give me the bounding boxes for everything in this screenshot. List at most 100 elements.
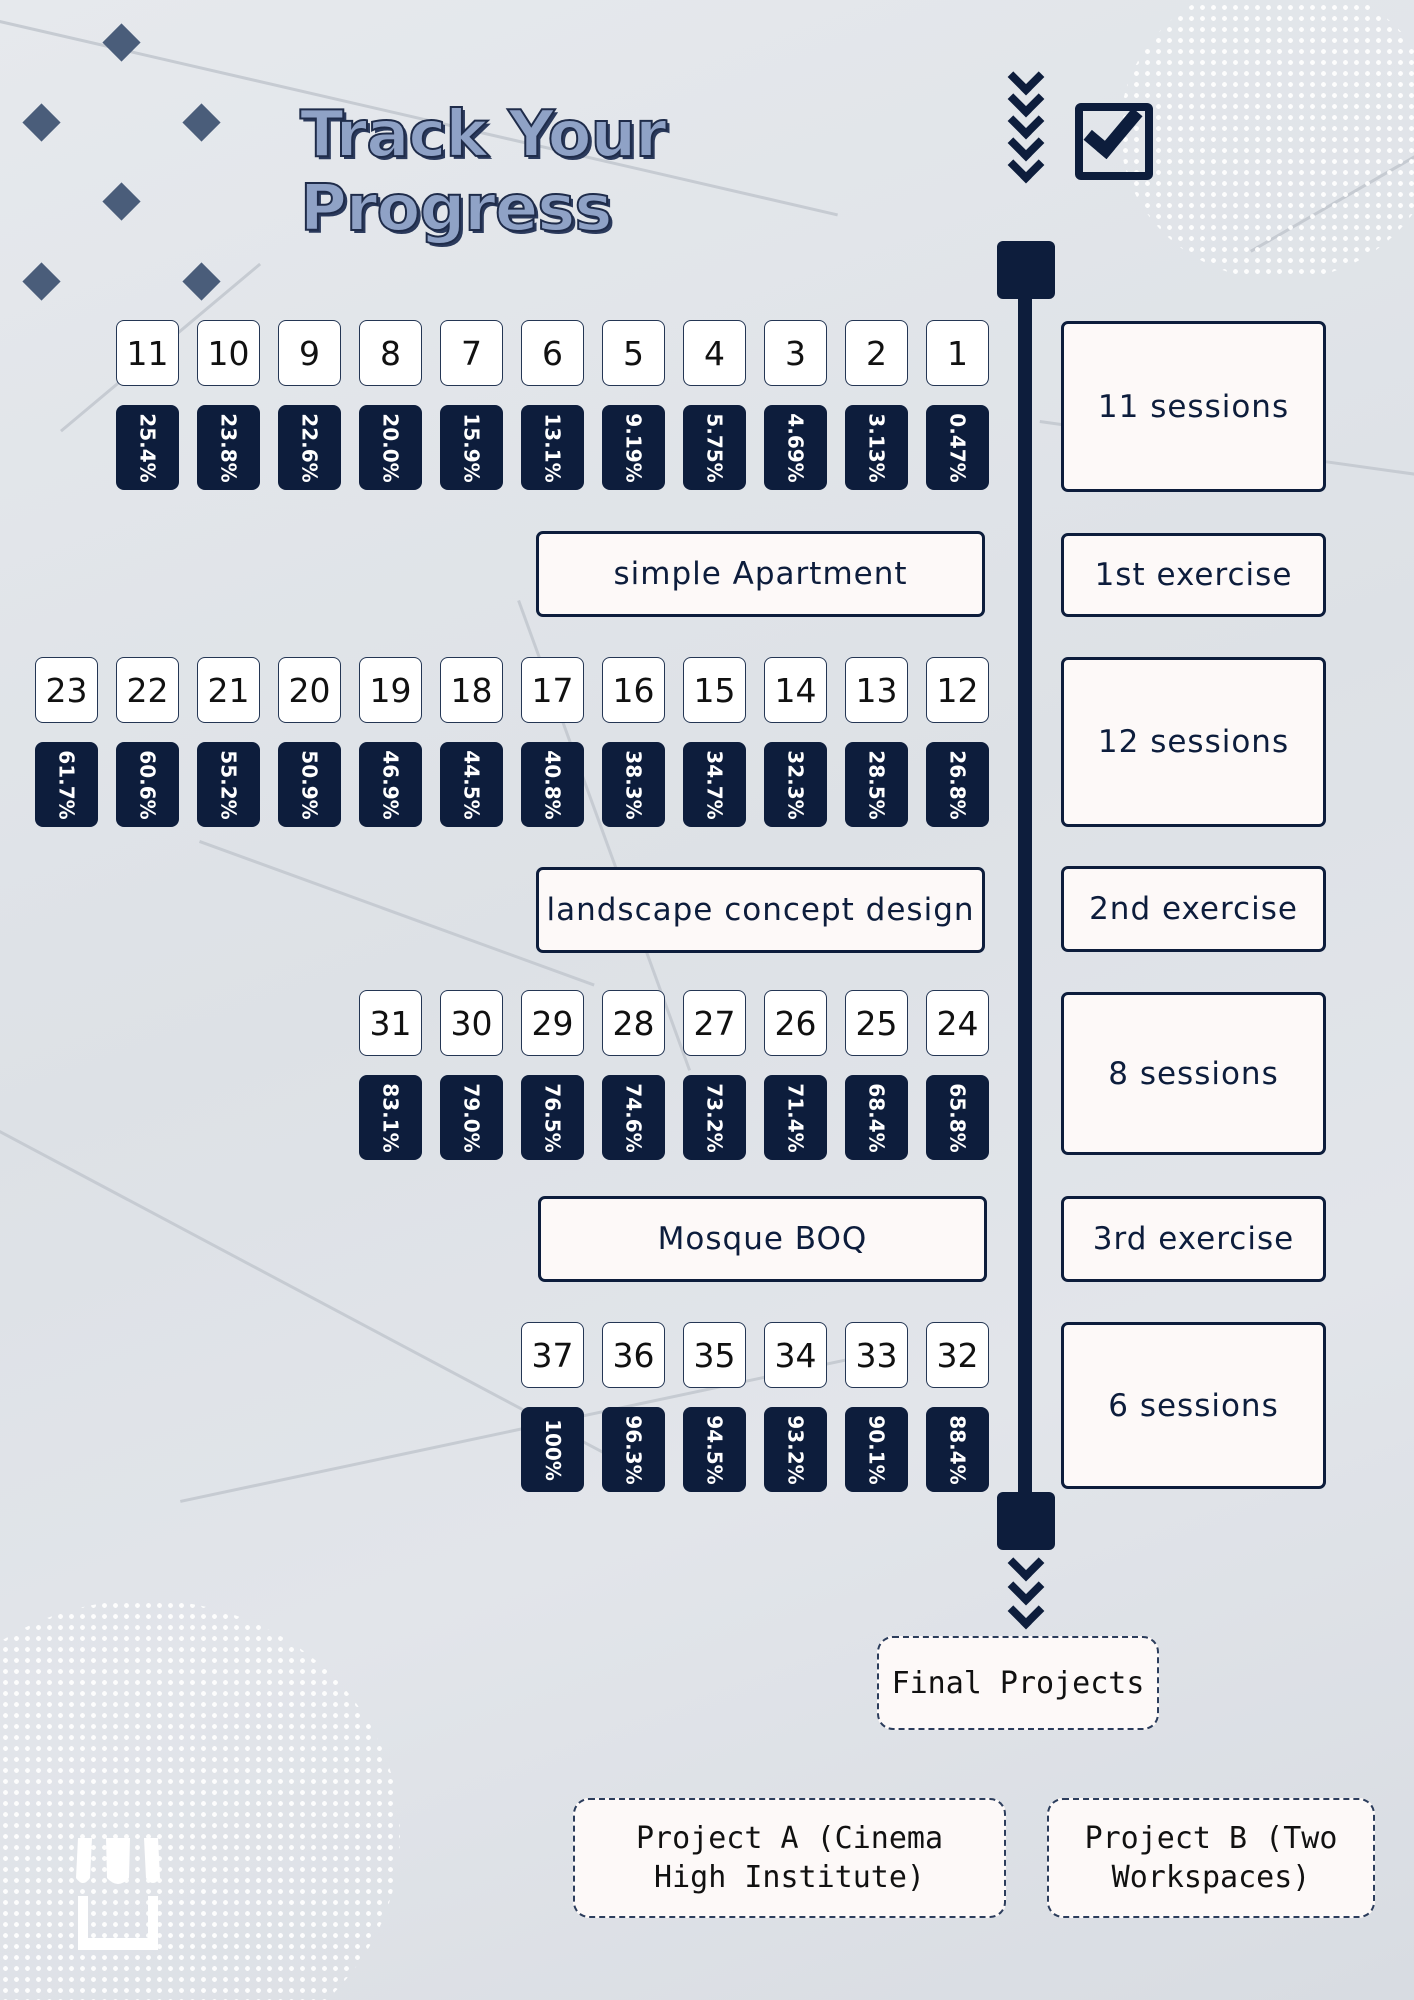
- session-percent: 76.5%: [540, 1082, 565, 1153]
- session-percent: 34.7%: [702, 749, 727, 820]
- session-percent-tile: 79.0%: [440, 1075, 503, 1160]
- session-percent: 93.2%: [783, 1414, 808, 1485]
- sessions-count-box: 8 sessions: [1061, 992, 1326, 1155]
- exercise-label-box: 2nd exercise: [1061, 866, 1326, 952]
- session-percent-tile: 88.4%: [926, 1407, 989, 1492]
- sessions-count-box: 6 sessions: [1061, 1322, 1326, 1489]
- session-percent: 15.9%: [459, 412, 484, 483]
- session-number: 16: [602, 657, 665, 723]
- session-number: 26: [764, 990, 827, 1056]
- session-number: 30: [440, 990, 503, 1056]
- session-percent: 20.0%: [378, 412, 403, 483]
- session-percent-tile: 15.9%: [440, 405, 503, 490]
- session-percent: 40.8%: [540, 749, 565, 820]
- session-number: 29: [521, 990, 584, 1056]
- session-percent: 9.19%: [621, 412, 646, 483]
- session-percent-tile: 4.69%: [764, 405, 827, 490]
- session-percent-tile: 96.3%: [602, 1407, 665, 1492]
- dot-pattern: [0, 1600, 400, 2000]
- session-percent-tile: 65.8%: [926, 1075, 989, 1160]
- session-percent: 50.9%: [297, 749, 322, 820]
- session-percent-tile: 34.7%: [683, 742, 746, 827]
- session-percent: 13.1%: [540, 412, 565, 483]
- session-percent: 83.1%: [378, 1082, 403, 1153]
- session-percent-tile: 74.6%: [602, 1075, 665, 1160]
- session-percent-tile: 22.6%: [278, 405, 341, 490]
- diamond-decoration: [22, 103, 61, 142]
- session-number: 9: [278, 320, 341, 386]
- session-number: 32: [926, 1322, 989, 1388]
- session-percent: 4.69%: [783, 412, 808, 483]
- exercise-name-box: landscape concept design: [536, 867, 985, 953]
- session-percent-tile: 50.9%: [278, 742, 341, 827]
- final-projects-label: Final Projects: [877, 1636, 1159, 1730]
- session-percent-tile: 94.5%: [683, 1407, 746, 1492]
- session-percent: 28.5%: [864, 749, 889, 820]
- session-percent-tile: 61.7%: [35, 742, 98, 827]
- session-percent-tile: 46.9%: [359, 742, 422, 827]
- project-a-box: Project A (Cinema High Institute): [573, 1798, 1006, 1918]
- session-percent: 88.4%: [945, 1414, 970, 1485]
- session-number: 2: [845, 320, 908, 386]
- session-percent-tile: 9.19%: [602, 405, 665, 490]
- session-percent: 74.6%: [621, 1082, 646, 1153]
- session-percent: 73.2%: [702, 1082, 727, 1153]
- session-percent: 65.8%: [945, 1082, 970, 1153]
- diamond-decoration: [102, 182, 141, 221]
- session-percent-tile: 100%: [521, 1407, 584, 1492]
- session-percent: 46.9%: [378, 749, 403, 820]
- session-number: 24: [926, 990, 989, 1056]
- session-number: 20: [278, 657, 341, 723]
- session-percent-tile: 20.0%: [359, 405, 422, 490]
- session-percent-tile: 0.47%: [926, 405, 989, 490]
- session-percent-tile: 32.3%: [764, 742, 827, 827]
- session-number: 34: [764, 1322, 827, 1388]
- session-number: 3: [764, 320, 827, 386]
- session-percent-tile: 71.4%: [764, 1075, 827, 1160]
- session-percent: 38.3%: [621, 749, 646, 820]
- session-number: 15: [683, 657, 746, 723]
- session-percent: 44.5%: [459, 749, 484, 820]
- session-percent-tile: 93.2%: [764, 1407, 827, 1492]
- session-percent-tile: 26.8%: [926, 742, 989, 827]
- session-number: 28: [602, 990, 665, 1056]
- session-percent-tile: 38.3%: [602, 742, 665, 827]
- diamond-decoration: [102, 23, 141, 62]
- session-number: 37: [521, 1322, 584, 1388]
- session-percent-tile: 28.5%: [845, 742, 908, 827]
- diamond-decoration: [182, 262, 221, 301]
- session-percent: 68.4%: [864, 1082, 889, 1153]
- exercise-name-box: Mosque BOQ: [538, 1196, 987, 1282]
- session-percent-tile: 73.2%: [683, 1075, 746, 1160]
- exercise-name-box: simple Apartment: [536, 531, 985, 617]
- session-percent-tile: 60.6%: [116, 742, 179, 827]
- session-percent: 32.3%: [783, 749, 808, 820]
- session-percent: 100%: [540, 1418, 565, 1481]
- session-percent: 55.2%: [216, 749, 241, 820]
- session-percent-tile: 3.13%: [845, 405, 908, 490]
- session-number: 14: [764, 657, 827, 723]
- diamond-decoration: [182, 103, 221, 142]
- session-number: 23: [35, 657, 98, 723]
- session-number: 5: [602, 320, 665, 386]
- session-percent-tile: 44.5%: [440, 742, 503, 827]
- session-percent-tile: 13.1%: [521, 405, 584, 490]
- session-number: 25: [845, 990, 908, 1056]
- timeline-bar: [1018, 262, 1032, 1522]
- session-number: 18: [440, 657, 503, 723]
- diamond-decoration: [22, 262, 61, 301]
- session-percent-tile: 25.4%: [116, 405, 179, 490]
- session-number: 17: [521, 657, 584, 723]
- session-percent: 3.13%: [864, 412, 889, 483]
- session-percent-tile: 68.4%: [845, 1075, 908, 1160]
- session-number: 19: [359, 657, 422, 723]
- session-percent-tile: 55.2%: [197, 742, 260, 827]
- session-percent: 26.8%: [945, 749, 970, 820]
- page-title: Track Your Progress: [299, 97, 668, 247]
- session-number: 4: [683, 320, 746, 386]
- project-b-box: Project B (Two Workspaces): [1047, 1798, 1375, 1918]
- session-number: 33: [845, 1322, 908, 1388]
- session-percent: 61.7%: [54, 749, 79, 820]
- session-number: 27: [683, 990, 746, 1056]
